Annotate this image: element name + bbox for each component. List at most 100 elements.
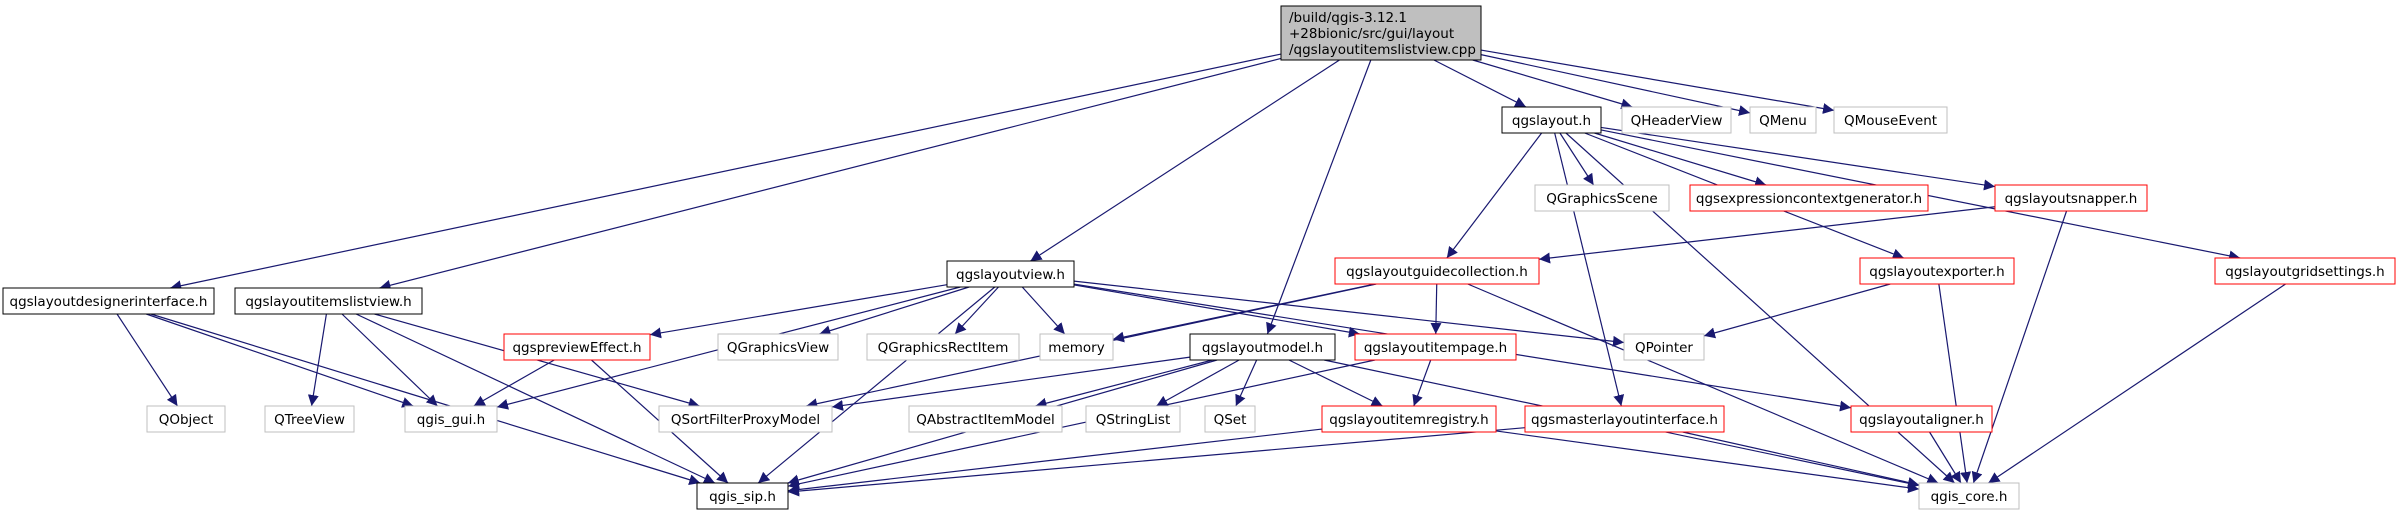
node-box [946,260,1075,288]
edge-qgslayout_h-to-qgsmasterlayoutinterface_h [1554,132,1625,407]
edge-qgslayoutsnapper_h-to-qgis_core_h [1971,210,2068,484]
node-qgslayoutdesignerinterface_h[interactable]: qgslayoutdesignerinterface.h [2,287,215,315]
edge-qgslayoutview_h-to-qgraphicsrectitem [954,286,999,335]
edge-qgslayoutview_h-to-qgis_sip_h [757,286,996,484]
node-qgraphicsview[interactable]: QGraphicsView [717,333,839,361]
node-qgis_sip_h[interactable]: qgis_sip.h [696,482,789,510]
node-box [503,333,651,361]
node-label: qgis_core.h [1931,489,2008,505]
node-label: qgslayoutitemslistview.h [245,294,411,310]
node-qgslayoutmodel_h[interactable]: qgslayoutmodel.h [1189,333,1336,361]
node-label: qgslayoutgridsettings.h [2225,264,2384,280]
node-qgslayoutview_h[interactable]: qgslayoutview.h [946,260,1075,288]
node-label: QObject [159,412,214,428]
node-qgis_core_h[interactable]: qgis_core.h [1918,482,2020,510]
edge-qgslayoutexporter_h-to-qgis_core_h [1938,283,1972,484]
node-box [404,405,498,433]
node-box [717,333,839,361]
node-box [1204,405,1256,433]
node-label: +28bionic/src/gui/layout [1289,26,1454,42]
node-qmenu[interactable]: QMenu [1749,106,1817,134]
node-qmouseevent[interactable]: QMouseEvent [1833,106,1948,134]
node-label: qgslayoutitemregistry.h [1329,412,1488,428]
node-box [146,405,226,433]
edge-qgslayoutmodel_h-to-qset [1235,359,1258,407]
node-label: qgis_sip.h [709,489,776,505]
node-box [908,405,1063,433]
nodes-layer: /build/qgis-3.12.1+28bionic/src/gui/layo… [2,5,2396,510]
node-box [1085,405,1181,433]
node-memory[interactable]: memory [1039,333,1114,361]
node-qgslayoutexporter_h[interactable]: qgslayoutexporter.h [1859,257,2015,285]
edge-qgslayoutguidecollection_h-to-qgis_core_h [1467,283,1939,484]
node-box [1994,184,2148,212]
node-root[interactable]: /build/qgis-3.12.1+28bionic/src/gui/layo… [1280,5,1482,61]
edge-qgslayoutview_h-to-qpointer [1073,280,1625,347]
node-qgspreviewEffect_h[interactable]: qgspreviewEffect.h [503,333,651,361]
node-box [1623,333,1705,361]
node-label: qgslayoutexporter.h [1869,264,2005,280]
node-box [1918,482,2020,510]
node-qgsmasterlayoutinterface_h[interactable]: qgsmasterlayoutinterface.h [1524,405,1725,433]
node-qstringlist[interactable]: QStringList [1085,405,1181,433]
node-label: qgslayoutitempage.h [1364,340,1507,356]
edge-qgslayoutitemregistry_h-to-qgis_sip_h [787,428,1323,495]
node-box [1321,405,1497,433]
node-label: qgslayout.h [1512,113,1591,129]
edge-qgslayoutitempage_h-to-qgslayoutitemregistry_h [1412,359,1432,407]
node-label: memory [1048,340,1104,356]
node-box [1334,257,1540,285]
node-box [1189,333,1336,361]
node-label: QMouseEvent [1844,113,1937,129]
node-label: qgslayoutsnapper.h [2005,191,2138,207]
node-qabstractitemmodel[interactable]: QAbstractItemModel [908,405,1063,433]
edge-qgslayout_h-to-qgraphicsscene [1559,132,1595,186]
edge-qgslayoutitemregistry_h-to-qgis_core_h [1495,430,1920,494]
edge-root-to-qgslayoutitemslistview_h [379,57,1282,291]
node-qgslayoutguidecollection_h[interactable]: qgslayoutguidecollection.h [1334,257,1540,285]
edge-qgslayoutguidecollection_h-to-qgslayoutitempage_h [1430,283,1442,335]
node-label: qgslayoutmodel.h [1202,340,1323,356]
edge-qgslayoutmodel_h-to-qstringlist [1156,359,1240,407]
node-box [1833,106,1948,134]
node-qgis_gui_h[interactable]: qgis_gui.h [404,405,498,433]
edge-qgslayoutaligner_h-to-qgis_core_h [1929,431,1962,484]
node-label: QSortFilterProxyModel [671,412,820,428]
node-qgslayout_h[interactable]: qgslayout.h [1501,106,1602,134]
node-label: qgspreviewEffect.h [512,340,641,356]
node-qgslayoutgridsettings_h[interactable]: qgslayoutgridsettings.h [2214,257,2396,285]
node-qgsexpressioncontextgenerator_h[interactable]: qgsexpressioncontextgenerator.h [1689,184,1929,212]
edge-root-to-qmenu [1480,54,1751,116]
edge-qgslayoutdesignerinterface_h-to-qobject [116,313,178,407]
node-qheaderview[interactable]: QHeaderView [1621,106,1732,134]
node-label: /build/qgis-3.12.1 [1289,10,1407,26]
node-box [658,405,833,433]
node-qgslayoutitemslistview_h[interactable]: qgslayoutitemslistview.h [234,287,423,315]
node-label: qgslayoutaligner.h [1859,412,1984,428]
edge-qgslayoutdesignerinterface_h-to-qgis_sip_h [150,313,701,486]
node-label: qgslayoutguidecollection.h [1346,264,1528,280]
node-qsortfilterproxymodel[interactable]: QSortFilterProxyModel [658,405,833,433]
node-box [264,405,355,433]
node-qtreeview[interactable]: QTreeView [264,405,355,433]
node-qgslayoutitempage_h[interactable]: qgslayoutitempage.h [1354,333,1517,361]
node-qset[interactable]: QSet [1204,405,1256,433]
node-qgslayoutaligner_h[interactable]: qgslayoutaligner.h [1850,405,1993,433]
edge-qgslayoutgridsettings_h-to-qgis_core_h [1988,283,2286,484]
node-qpointer[interactable]: QPointer [1623,333,1705,361]
node-box [1749,106,1817,134]
node-qgraphicsrectitem[interactable]: QGraphicsRectItem [866,333,1020,361]
node-box [1621,106,1732,134]
edge-qgslayout_h-to-qgslayoutguidecollection_h [1446,132,1543,259]
node-box [2,287,215,315]
node-box [234,287,423,315]
node-qobject[interactable]: QObject [146,405,226,433]
node-qgslayoutitemregistry_h[interactable]: qgslayoutitemregistry.h [1321,405,1497,433]
edge-root-to-qheaderview [1472,59,1633,110]
edge-qgslayout_h-to-qgsexpressioncontextgenerator_h [1594,132,1767,188]
edge-qgslayoutmodel_h-to-qabstractitemmodel [1035,359,1213,409]
node-label: QGraphicsView [727,340,829,356]
node-qgraphicsscene[interactable]: QGraphicsScene [1534,184,1670,212]
edge-qgslayoutview_h-to-qgslayoutitempage_h [1073,284,1360,338]
node-qgslayoutsnapper_h[interactable]: qgslayoutsnapper.h [1994,184,2148,212]
